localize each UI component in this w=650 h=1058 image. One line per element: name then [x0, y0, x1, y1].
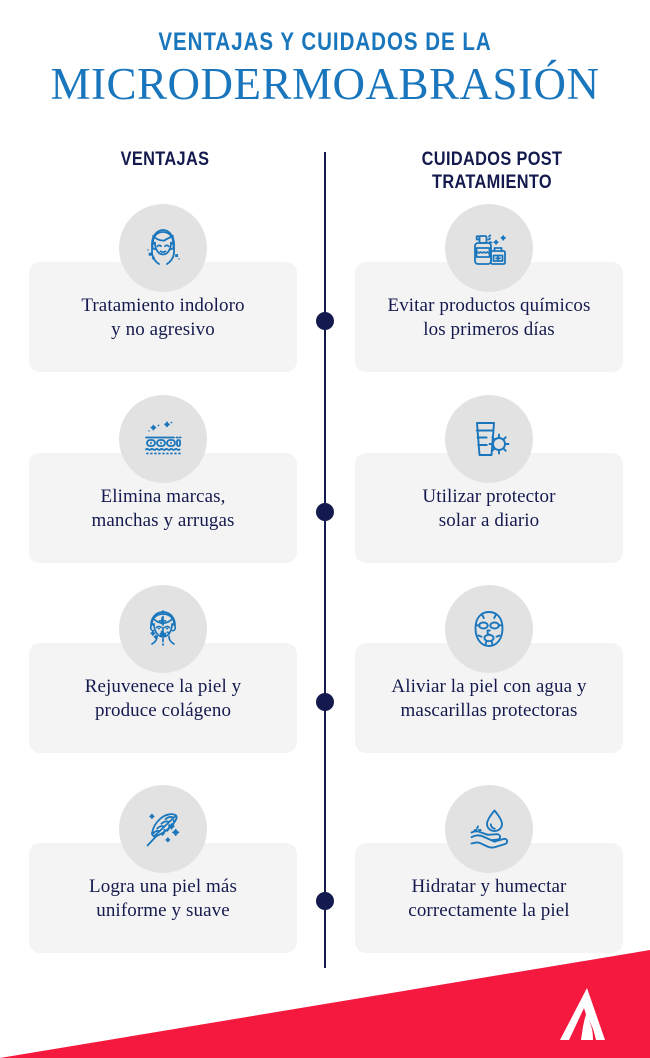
aftercare-card-4: Hidratar y humectar correctamente la pie… [355, 843, 623, 953]
aftercare-item-2[interactable]: Utilizar protector solar a diario [355, 395, 623, 585]
content-row: Tratamiento indoloro y no agresivo [0, 204, 650, 399]
sunscreen-tube-sun-icon [445, 395, 533, 483]
column-headers: VENTAJAS CUIDADOS POST TRATAMIENTO [0, 146, 650, 196]
content-row: Elimina marcas, manchas y arrugas [0, 395, 650, 590]
aftercare-item-3[interactable]: Aliviar la piel con agua y mascarillas p… [355, 585, 623, 775]
advantage-card-2-line1: Elimina marcas, [100, 486, 226, 507]
advantage-item-2[interactable]: Elimina marcas, manchas y arrugas [29, 395, 297, 585]
advantage-card-1-line2: y no agresivo [111, 319, 215, 341]
column-header-ventajas: VENTAJAS [45, 148, 286, 171]
aftercare-card-4-text: Hidratar y humectar correctamente la pie… [363, 875, 615, 924]
lambda-a-logo-icon [560, 988, 605, 1040]
aftercare-card-1-text: Evitar productos químicos los primeros d… [363, 294, 615, 343]
aftercare-card-2-line1: Utilizar protector [422, 486, 556, 507]
aftercare-card-4-line1: Hidratar y humectar [411, 876, 567, 897]
advantage-card-3-line2: produce colágeno [94, 700, 232, 722]
sheet-mask-icon [445, 585, 533, 673]
advantage-card-1-text: Tratamiento indoloro y no agresivo [37, 294, 289, 343]
column-header-cuidados: CUIDADOS POST TRATAMIENTO [372, 148, 613, 194]
advantage-item-1[interactable]: Tratamiento indoloro y no agresivo [29, 204, 297, 394]
timeline-dot-3 [316, 693, 334, 711]
content-row: Logra una piel más uniforme y suave [0, 785, 650, 980]
aftercare-card-3: Aliviar la piel con agua y mascarillas p… [355, 643, 623, 753]
footer-accent-triangle [0, 950, 650, 1058]
timeline-dot-2 [316, 503, 334, 521]
page-header: VENTAJAS Y CUIDADOS DE LA MICRODERMOABRA… [0, 0, 650, 108]
title-subtitle-line: VENTAJAS Y CUIDADOS DE LA [158, 28, 492, 56]
aftercare-card-4-line2: correctamente la piel [408, 900, 570, 922]
advantage-card-1-line1: Tratamiento indoloro [81, 295, 245, 316]
column-header-ventajas-label: VENTAJAS [120, 149, 210, 170]
skin-layers-cells-icon [119, 395, 207, 483]
woman-face-icon [119, 204, 207, 292]
aftercare-card-3-line2: mascarillas protectoras [400, 700, 578, 722]
aftercare-card-3-line1: Aliviar la piel con agua y [391, 676, 587, 697]
advantage-card-4-text: Logra una piel más uniforme y suave [37, 875, 289, 924]
face-analysis-icon [119, 585, 207, 673]
aftercare-card-3-text: Aliviar la piel con agua y mascarillas p… [363, 675, 615, 724]
aftercare-card-1-line2: los primeros días [423, 319, 555, 341]
aftercare-item-1[interactable]: Evitar productos químicos los primeros d… [355, 204, 623, 394]
column-header-cuidados-line1: CUIDADOS POST [421, 149, 563, 170]
hand-water-drop-icon [445, 785, 533, 873]
advantage-card-3-text: Rejuvenece la piel y produce colágeno [37, 675, 289, 724]
page-title: MICRODERMOABRASIÓN [50, 59, 600, 109]
aftercare-item-4[interactable]: Hidratar y humectar correctamente la pie… [355, 785, 623, 975]
column-header-cuidados-line2: TRATAMIENTO [432, 172, 552, 194]
advantage-item-3[interactable]: Rejuvenece la piel y produce colágeno [29, 585, 297, 775]
advantage-card-4-line1: Logra una piel más [89, 876, 237, 897]
advantage-card-3-line1: Rejuvenece la piel y [84, 676, 242, 697]
feather-sparkle-icon [119, 785, 207, 873]
timeline-dot-1 [316, 312, 334, 330]
timeline-dot-4 [316, 892, 334, 910]
timeline-axis [324, 152, 326, 968]
advantage-card-2-line2: manchas y arrugas [91, 510, 235, 532]
aftercare-card-2-text: Utilizar protector solar a diario [363, 485, 615, 534]
advantage-card-4-line2: uniforme y suave [96, 900, 230, 922]
aftercare-card-1-line1: Evitar productos químicos [387, 295, 591, 316]
advantage-item-4[interactable]: Logra una piel más uniforme y suave [29, 785, 297, 975]
spray-bottle-cream-jar-icon [445, 204, 533, 292]
aftercare-card-2-line2: solar a diario [438, 510, 540, 532]
content-row: Rejuvenece la piel y produce colágeno [0, 585, 650, 780]
advantage-card-2-text: Elimina marcas, manchas y arrugas [37, 485, 289, 534]
